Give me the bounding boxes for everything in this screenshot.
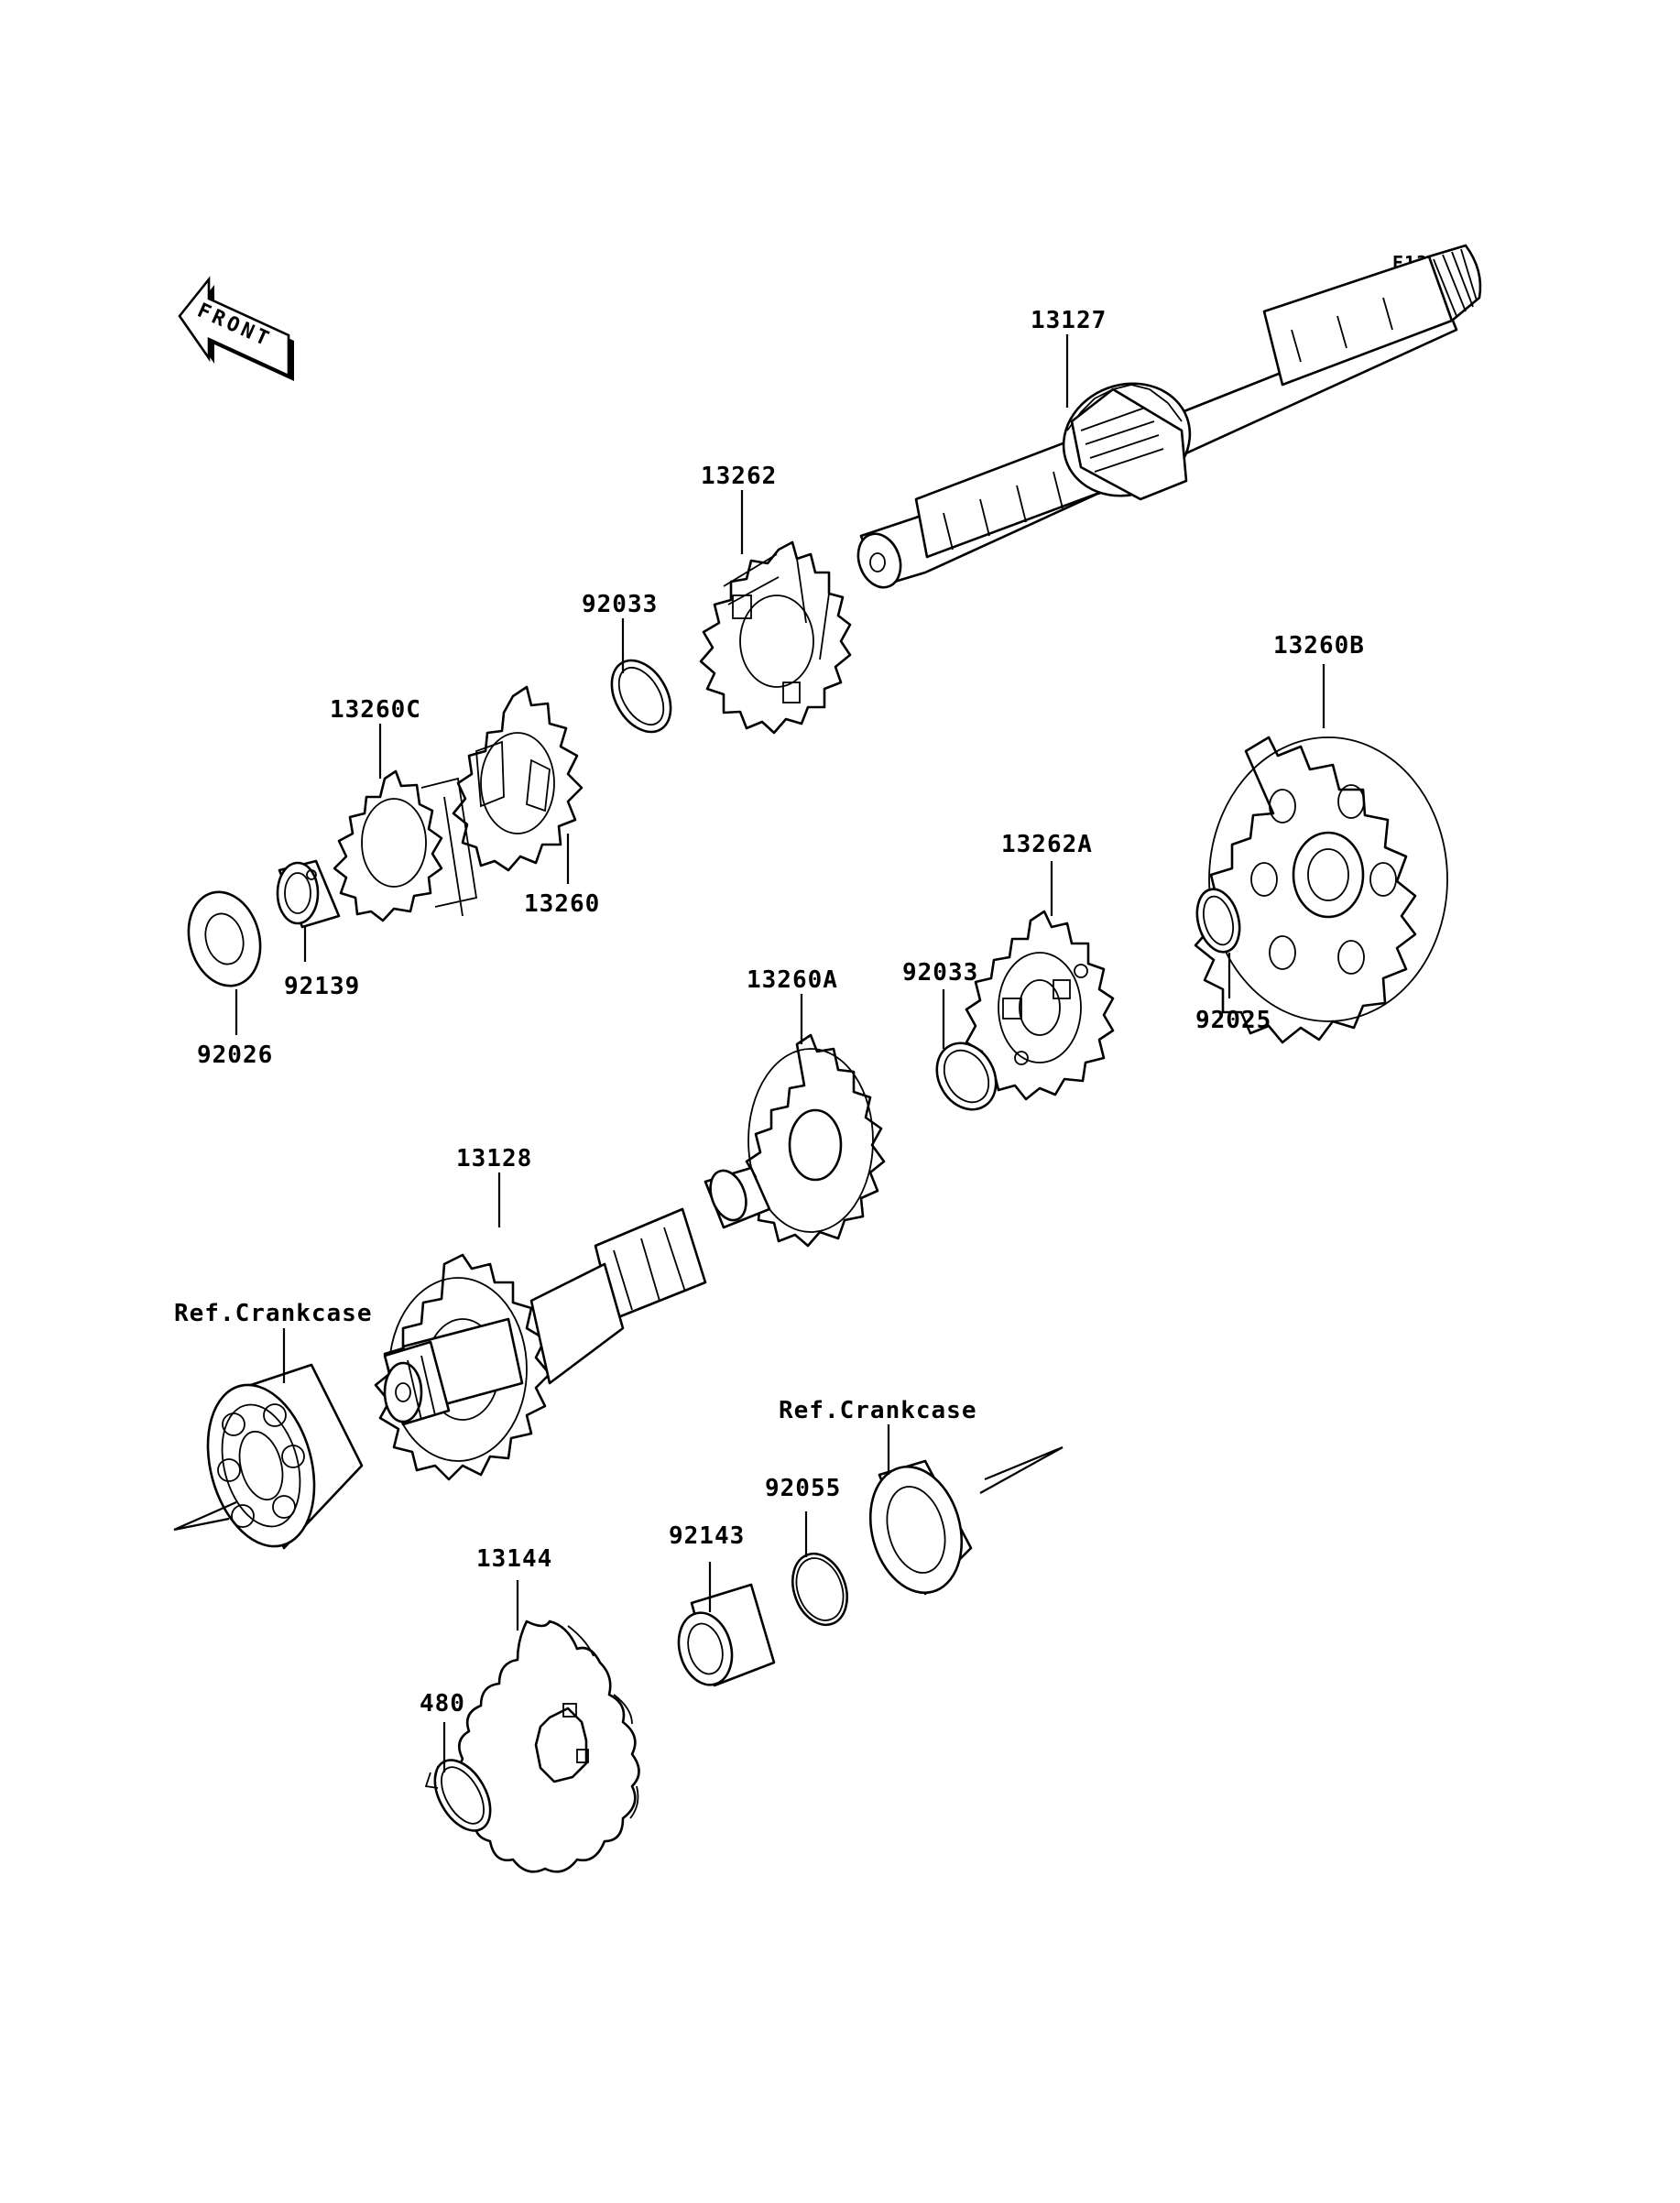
label-13260A: 13260A — [747, 966, 838, 994]
label-ref-crankcase-left: Ref.Crankcase — [174, 1300, 373, 1327]
front-arrow: FRONT — [178, 276, 294, 381]
collar-92143 — [677, 1583, 776, 1687]
label-92026: 92026 — [197, 1042, 273, 1069]
washer-92025 — [1195, 888, 1241, 954]
label-ref-crankcase-right: Ref.Crankcase — [779, 1397, 977, 1424]
bushing-92139 — [276, 859, 341, 929]
label-92143: 92143 — [669, 1522, 745, 1550]
gear-13260C — [333, 769, 478, 922]
circlip-92033-upper — [610, 659, 672, 734]
gear-13260B — [1194, 736, 1448, 1044]
oring-92055 — [791, 1552, 848, 1627]
label-92033-upper: 92033 — [582, 591, 658, 618]
label-480: 480 — [420, 1690, 465, 1718]
sprocket-13144 — [457, 1620, 640, 1873]
label-13260C: 13260C — [330, 696, 421, 724]
gear-13262A — [965, 910, 1115, 1101]
label-13260: 13260 — [524, 890, 600, 918]
circlip-92033-lower — [935, 1042, 998, 1111]
label-13144: 13144 — [476, 1545, 552, 1573]
label-13128: 13128 — [456, 1145, 532, 1172]
seal-right — [868, 1445, 1064, 1596]
gear-13260A — [745, 1033, 886, 1248]
gear-13260 — [452, 685, 584, 872]
label-92033-lower: 92033 — [902, 959, 978, 987]
label-13127: 13127 — [1031, 307, 1107, 334]
label-13260B: 13260B — [1273, 632, 1365, 660]
bearing-left — [173, 1363, 364, 1550]
label-92025: 92025 — [1195, 1007, 1271, 1034]
washer-92026 — [187, 890, 262, 987]
label-13262: 13262 — [701, 463, 777, 490]
output-shaft-13127 — [856, 244, 1482, 589]
label-13262A: 13262A — [1001, 831, 1093, 858]
part-labels: 13127 13262 92033 13260C 13260 92139 920… — [174, 307, 1365, 1718]
label-92055: 92055 — [765, 1475, 841, 1502]
gear-13262 — [699, 540, 852, 735]
input-shaft-13128 — [374, 1166, 771, 1481]
label-92139: 92139 — [284, 973, 360, 1000]
leader-lines — [235, 334, 1325, 1772]
